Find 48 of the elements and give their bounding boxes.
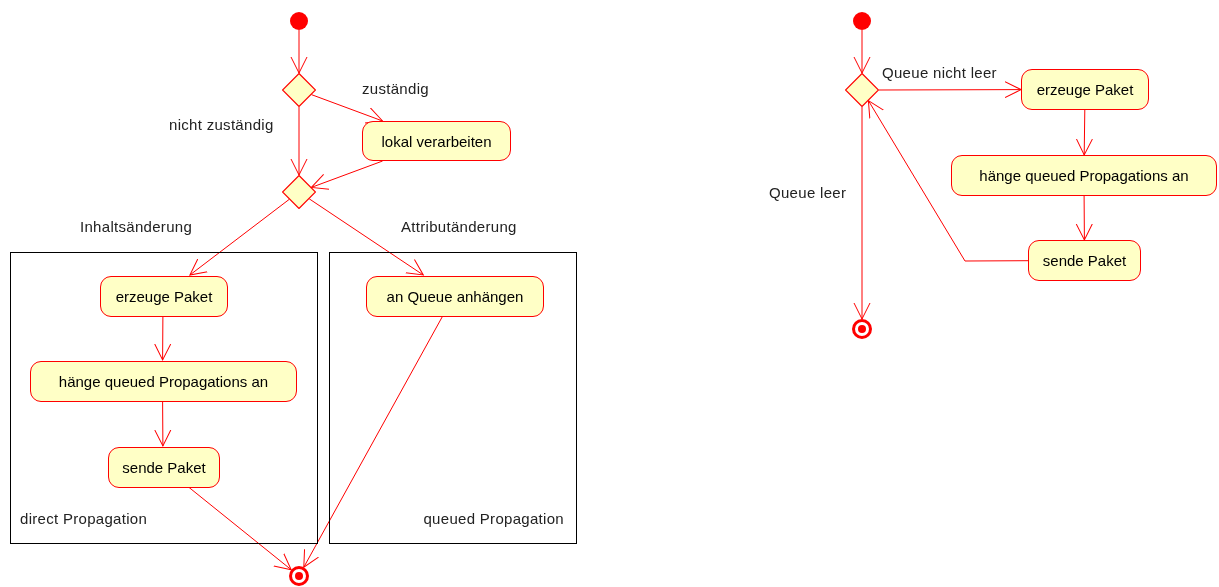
flow-arrow (1075, 109, 1093, 156)
flow-arrow (290, 106, 308, 176)
action-box (1021, 69, 1149, 110)
start-node (290, 12, 308, 30)
decision-diamond (282, 73, 316, 107)
partition-frame (10, 252, 318, 544)
partition-frame (329, 252, 577, 544)
end-node (852, 319, 872, 339)
action-box (1028, 240, 1141, 281)
flow-arrow (853, 29, 871, 74)
action-box (366, 276, 544, 317)
flow-arrow (154, 400, 172, 447)
action-box (951, 155, 1217, 196)
action-label: erzeuge Paket (1036, 81, 1134, 98)
action-label: hänge queued Propagations an (58, 373, 269, 390)
edge-label: zuständig (360, 80, 431, 97)
flow-arrow (310, 160, 384, 190)
action-box (30, 361, 297, 402)
action-label: sende Paket (1042, 252, 1127, 269)
decision-diamond (282, 175, 316, 209)
edge-label: Queue nicht leer (880, 64, 999, 81)
action-label: erzeuge Paket (115, 288, 213, 305)
flow-arrow (154, 315, 172, 361)
flow-arrow (303, 315, 444, 568)
decision-diamond (845, 73, 879, 107)
partition-label: queued Propagation (423, 510, 564, 527)
action-label: hänge queued Propagations an (979, 167, 1189, 184)
action-box (362, 121, 511, 161)
flow-arrow (1075, 195, 1093, 241)
start-node (853, 12, 871, 30)
flow-arrow (188, 486, 292, 571)
edge-label: Queue leer (767, 184, 849, 201)
end-node (289, 566, 309, 586)
edge-label: nicht zuständig (167, 116, 276, 133)
action-box (100, 276, 228, 317)
flow-arrow (310, 94, 384, 124)
edge-label: Attributänderung (399, 218, 519, 235)
action-box (108, 447, 220, 488)
action-label: sende Paket (122, 459, 206, 476)
flow-arrow (878, 81, 1022, 99)
action-label: lokal verarbeiten (381, 132, 492, 150)
flow-arrow (189, 198, 290, 276)
partition-label: direct Propagation (20, 510, 148, 527)
flow-arrow (853, 106, 871, 320)
action-label: an Queue anhängen (386, 288, 524, 305)
flow-arrow (867, 100, 1029, 262)
flow-arrow (308, 198, 424, 276)
flow-arrow (290, 29, 308, 74)
